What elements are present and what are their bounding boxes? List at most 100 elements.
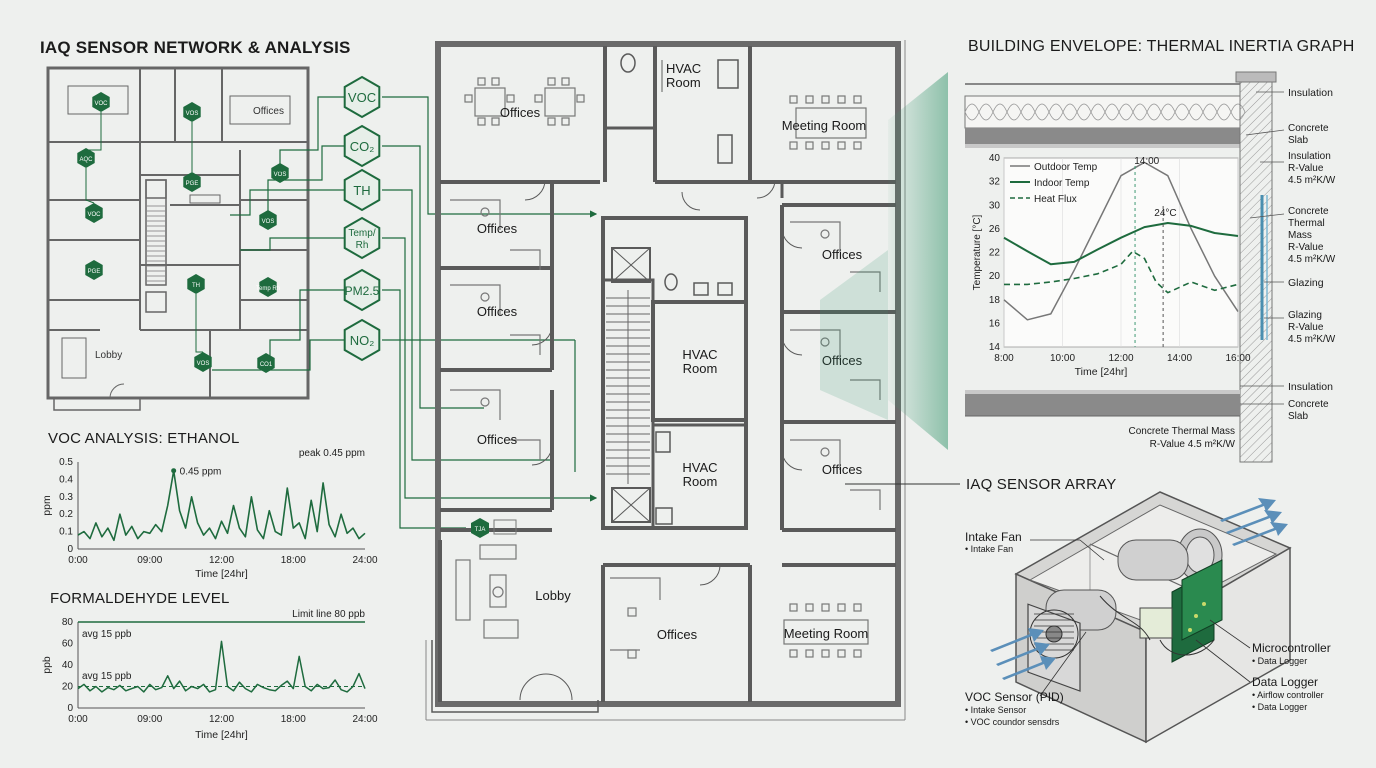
sensor-legend-label: NO₂	[350, 333, 375, 348]
small-floor-plan	[46, 66, 310, 411]
small-plan-node-label: VOS	[274, 172, 287, 178]
small-plan-node	[85, 203, 103, 223]
small-plan-node-label: PGE	[186, 181, 199, 187]
room-offices-8: Offices	[657, 627, 698, 642]
label-voc-sensor-sub1: • Intake Sensor	[965, 705, 1026, 715]
form-x-tick: 12:00	[209, 714, 234, 725]
thermal-legend-label: Heat Flux	[1034, 194, 1077, 205]
label-insul-rv-2: R-Value	[1288, 163, 1324, 174]
main-plan-links	[382, 96, 598, 529]
stairs	[606, 290, 650, 484]
form-y-tick: 40	[62, 660, 74, 671]
small-plan-node-label: VOS	[262, 219, 275, 225]
furniture	[450, 60, 881, 659]
room-meeting-2: Meeting Room	[784, 626, 869, 641]
label-intake-fan-sub: • Intake Fan	[965, 544, 1013, 554]
voc-peak-note: peak 0.45 ppm	[299, 448, 365, 459]
thermal-x-tick: 10:00	[1050, 353, 1075, 364]
thermal-y-tick: 26	[989, 224, 1001, 235]
envelope-title: BUILDING ENVELOPE: THERMAL INERTIA GRAPH	[968, 38, 1355, 55]
small-plan-labels: Offices Lobby	[95, 106, 284, 361]
sensor-legend-hex	[343, 216, 381, 260]
sensor-legend-label: CO₂	[350, 139, 375, 154]
thermal-xlabel: Time [24hr]	[1075, 366, 1128, 378]
label-microcontroller: Microcontroller	[1252, 641, 1331, 655]
thermal-legend-label: Indoor Temp	[1034, 178, 1090, 189]
sensor-array-labels: Intake Fan • Intake Fan Microcontroller …	[965, 530, 1331, 727]
small-plan-node-label: VOC	[87, 212, 101, 218]
small-plan-node	[183, 102, 201, 122]
room-offices-1: Offices	[500, 105, 541, 120]
room-offices-2: Offices	[477, 221, 518, 236]
voc-x-tick: 12:00	[209, 555, 234, 566]
small-plan-links	[212, 96, 344, 371]
voc-y-tick: 0.1	[59, 527, 73, 538]
label-glazing: Glazing	[1288, 277, 1324, 289]
label-glz-rv-1: Glazing	[1288, 310, 1322, 321]
footer-1: Concrete Thermal Mass	[1128, 426, 1235, 437]
small-plan-node	[85, 260, 103, 280]
envelope-section: Insulation Concrete Slab Insulation R-Va…	[964, 71, 1336, 463]
small-plan-node-label: CO1	[260, 362, 273, 368]
voc-y-tick: 0.4	[59, 474, 73, 485]
voc-x-tick: 18:00	[281, 555, 306, 566]
thermal-y-tick: 40	[989, 153, 1001, 164]
sensor-legend-label: PM2.5	[345, 284, 380, 298]
formaldehyde-title: FORMALDEHYDE LEVEL	[50, 590, 230, 607]
small-plan-node	[183, 172, 201, 192]
form-y-tick: 0	[67, 703, 73, 714]
sensor-legend-hex	[343, 168, 381, 212]
small-plan-node-label: VOS	[197, 361, 210, 367]
sensor-array-title: IAQ SENSOR ARRAY	[966, 476, 1117, 493]
small-plan-node-label: Temp Rh	[256, 286, 280, 292]
room-offices-6: Offices	[822, 353, 863, 368]
label-ctm-2: Thermal	[1288, 218, 1325, 229]
label-concrete-bottom-2: Slab	[1288, 411, 1308, 422]
label-data-logger-sub2: • Data Logger	[1252, 702, 1307, 712]
form-y-tick: 20	[62, 682, 74, 693]
label-concrete-top-2: Slab	[1288, 135, 1308, 146]
thermal-y-tick: 20	[989, 271, 1001, 282]
label-intake-fan: Intake Fan	[965, 530, 1022, 544]
voc-y-tick: 0.5	[59, 457, 73, 468]
thermal-series-line	[1003, 161, 1239, 321]
form-y-tick: 60	[62, 639, 74, 650]
label-insulation-top: Insulation	[1288, 87, 1333, 99]
label-concrete-top-1: Concrete	[1288, 123, 1329, 134]
sensor-legend-label: TH	[353, 183, 370, 198]
thermal-x-tick: 16:00	[1225, 353, 1250, 364]
thermal-annotation: 14:00	[1134, 156, 1159, 167]
thermal-series-line	[1003, 222, 1239, 266]
room-offices-4: Offices	[477, 432, 518, 447]
thermal-y-tick: 30	[989, 200, 1001, 211]
entry-sensor: TJA	[471, 518, 517, 538]
room-meeting-1: Meeting Room	[782, 118, 867, 133]
label-glz-rv-3: 4.5 m²K/W	[1288, 334, 1336, 345]
room-lobby: Lobby	[535, 588, 571, 603]
voc-series-line	[77, 469, 366, 542]
thermal-annotation: 24°C	[1154, 208, 1176, 219]
room-offices-5: Offices	[822, 247, 863, 262]
small-plan-lobby-label: Lobby	[95, 350, 122, 361]
thermal-y-tick: 22	[989, 248, 1001, 259]
sensor-array-box	[845, 483, 1292, 744]
label-concrete-bottom-1: Concrete	[1288, 399, 1329, 410]
voc-x-tick: 24:00	[352, 555, 377, 566]
voc-ylabel: ppm	[41, 495, 53, 516]
voc-y-tick: 0	[67, 544, 73, 555]
small-plan-node	[77, 148, 95, 168]
voc-x-tick: 0:00	[68, 555, 88, 566]
form-x-tick: 09:00	[137, 714, 162, 725]
thermal-x-tick: 8:00	[994, 353, 1014, 364]
sensor-legend-hex	[343, 268, 381, 312]
voc-x-tick: 09:00	[137, 555, 162, 566]
form-series-line	[77, 640, 366, 693]
label-data-logger: Data Logger	[1252, 675, 1318, 689]
thermal-x-tick: 14:00	[1167, 353, 1192, 364]
thermal-ylabel: Temperature [°C]	[972, 214, 983, 290]
